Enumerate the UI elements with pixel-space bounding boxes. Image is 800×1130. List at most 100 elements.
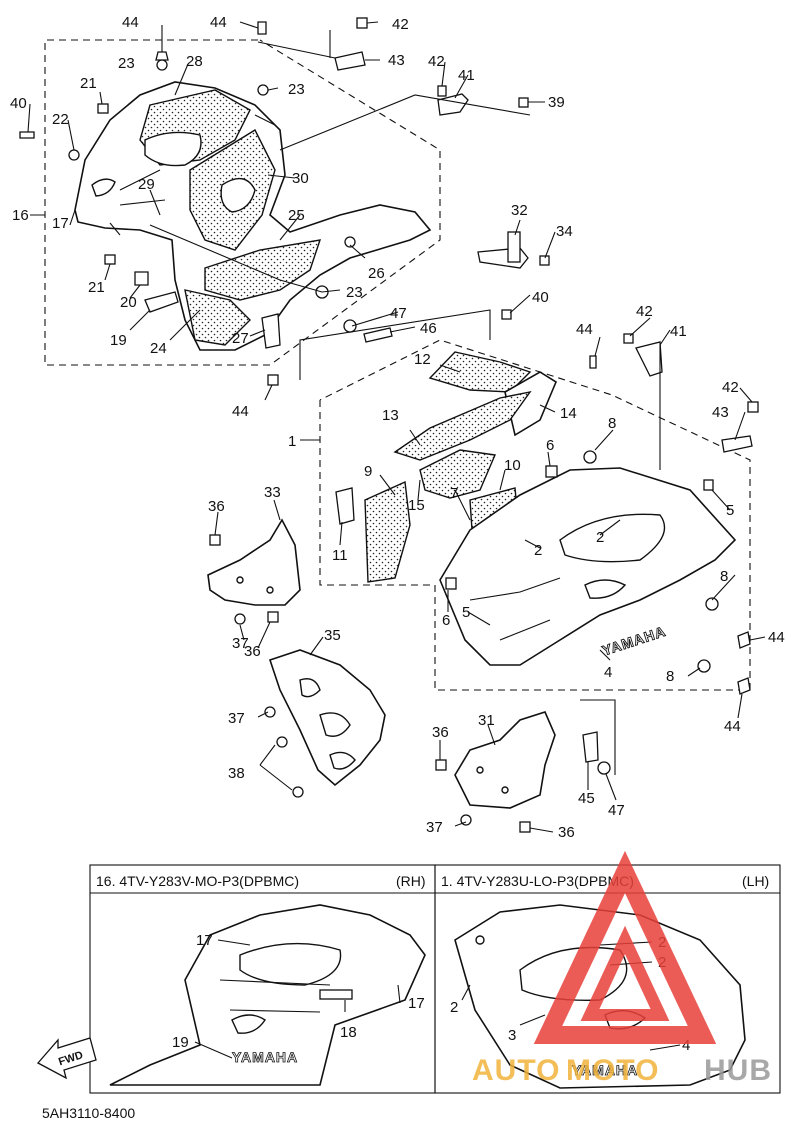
callout: 36 bbox=[558, 824, 575, 841]
callout: 7 bbox=[450, 485, 458, 502]
inset-lh-decal: YAMAHA bbox=[572, 1062, 638, 1078]
callout: 37 bbox=[228, 710, 245, 727]
callout: 12 bbox=[414, 351, 431, 368]
callout: 4 bbox=[682, 1037, 690, 1054]
callout: 17 bbox=[408, 995, 425, 1012]
callout: 16 bbox=[12, 207, 29, 224]
callout: 45 bbox=[578, 790, 595, 807]
side-cover-part-31 bbox=[234, 611, 611, 833]
callout: 15 bbox=[408, 497, 425, 514]
watermark-triangle-icon bbox=[533, 850, 717, 1044]
diagram-code: 5AH3110-8400 bbox=[42, 1105, 135, 1121]
assembly-16-outline bbox=[44, 39, 441, 366]
watermark-logo: AUTO MOTO HUB bbox=[472, 850, 772, 1087]
callout: 40 bbox=[10, 95, 27, 112]
callout: 17 bbox=[196, 932, 213, 949]
inset-rh-side: (RH) bbox=[396, 873, 426, 889]
callout: 44 bbox=[210, 14, 227, 31]
callout: 17 bbox=[52, 215, 69, 232]
callout: 1 bbox=[288, 433, 296, 450]
callout: 8 bbox=[666, 668, 674, 685]
callout: 24 bbox=[150, 340, 167, 357]
upper-cowling-part-16 bbox=[74, 81, 432, 351]
bracket-part-33 bbox=[207, 518, 301, 606]
callout: 2 bbox=[450, 999, 458, 1016]
callout: 44 bbox=[768, 629, 785, 646]
callout: 46 bbox=[420, 320, 437, 337]
callout: 21 bbox=[80, 75, 97, 92]
inset-rh: 16. 4TV-Y283V-MO-P3(DPBMC) (RH) YAMAHA 1… bbox=[89, 864, 436, 1094]
callout: 35 bbox=[324, 627, 341, 644]
callout-numbers: 44 44 42 43 23 28 23 21 40 22 42 41 39 3… bbox=[10, 14, 785, 841]
callout: 42 bbox=[392, 16, 409, 33]
callout: 21 bbox=[88, 279, 105, 296]
callout: 43 bbox=[388, 52, 405, 69]
callout: 30 bbox=[292, 170, 309, 187]
inset-lh-side: (LH) bbox=[742, 873, 769, 889]
watermark-text-moto: MOTO bbox=[566, 1054, 659, 1087]
callout: 36 bbox=[244, 643, 261, 660]
callout: 36 bbox=[208, 498, 225, 515]
callout: 20 bbox=[120, 294, 137, 311]
callout: 41 bbox=[458, 67, 475, 84]
callout: 6 bbox=[546, 437, 554, 454]
callout: 3 bbox=[508, 1027, 516, 1044]
callout: 47 bbox=[608, 802, 625, 819]
callout: 25 bbox=[288, 207, 305, 224]
callout: 33 bbox=[264, 484, 281, 501]
callout: 26 bbox=[368, 265, 385, 282]
callout: 44 bbox=[232, 403, 249, 420]
yamaha-decal: YAMAHA bbox=[600, 623, 668, 659]
callout: 32 bbox=[511, 202, 528, 219]
small-parts-upper bbox=[19, 17, 550, 386]
watermark-text-auto: AUTO bbox=[472, 1054, 560, 1087]
callout: 47 bbox=[390, 305, 407, 322]
callout: 10 bbox=[504, 457, 521, 474]
callout: 13 bbox=[382, 407, 399, 424]
callout: 8 bbox=[608, 415, 616, 432]
callout: 42 bbox=[428, 53, 445, 70]
callout: 5 bbox=[462, 604, 470, 621]
callout: 34 bbox=[556, 223, 573, 240]
callout: 9 bbox=[364, 463, 372, 480]
callout: 8 bbox=[720, 568, 728, 585]
callout: 38 bbox=[228, 765, 245, 782]
callout: 43 bbox=[712, 404, 729, 421]
callout: 44 bbox=[122, 14, 139, 31]
callout: 39 bbox=[548, 94, 565, 111]
callout: 37 bbox=[232, 635, 249, 652]
inset-rh-decal: YAMAHA bbox=[232, 1049, 298, 1065]
callout: 28 bbox=[186, 53, 203, 70]
callout: 36 bbox=[432, 724, 449, 741]
callout: 19 bbox=[172, 1034, 189, 1051]
fwd-arrow-icon: FWD bbox=[36, 1037, 97, 1080]
callout: 44 bbox=[576, 321, 593, 338]
callout: 11 bbox=[332, 547, 348, 564]
callout: 42 bbox=[636, 303, 653, 320]
callout: 27 bbox=[232, 330, 249, 347]
callout: 6 bbox=[442, 612, 450, 629]
callout: 40 bbox=[532, 289, 549, 306]
inset-lh-header: 1. 4TV-Y283U-LO-P3(DPBMC) bbox=[441, 873, 634, 889]
leader-lines bbox=[27, 21, 766, 833]
callout: 37 bbox=[426, 819, 443, 836]
side-cover-part-35 bbox=[264, 649, 386, 798]
callout: 2 bbox=[534, 542, 542, 559]
callout: 41 bbox=[670, 323, 687, 340]
callout: 44 bbox=[724, 718, 741, 735]
watermark-text-hub: HUB bbox=[704, 1054, 772, 1087]
callout: 23 bbox=[288, 81, 305, 98]
callout: 23 bbox=[118, 55, 135, 72]
callout: 22 bbox=[52, 111, 69, 128]
callout: 4 bbox=[604, 664, 612, 681]
lower-cowling-part-1 bbox=[335, 309, 759, 695]
callout: 23 bbox=[346, 284, 363, 301]
callout: 29 bbox=[138, 176, 155, 193]
callout: 18 bbox=[340, 1024, 357, 1041]
callout: 2 bbox=[596, 529, 604, 546]
callout: 42 bbox=[722, 379, 739, 396]
inset-rh-header: 16. 4TV-Y283V-MO-P3(DPBMC) bbox=[96, 873, 299, 889]
callout: 14 bbox=[560, 405, 577, 422]
callout: 31 bbox=[478, 712, 495, 729]
